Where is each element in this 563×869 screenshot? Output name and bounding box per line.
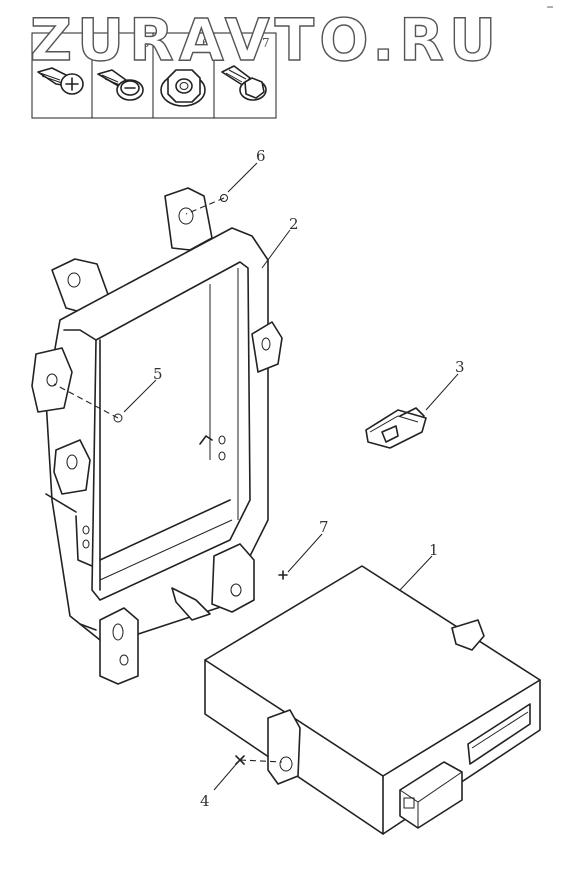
callout-3: 3 [455, 358, 465, 376]
legend-number-6: 6 [202, 36, 210, 50]
legend-number-4: 4 [82, 36, 90, 50]
connector-part [365, 407, 427, 449]
callout-6: 6 [256, 147, 266, 165]
callout-1: 1 [429, 541, 439, 559]
hardware-legend: 4 5 6 7 [31, 32, 277, 119]
callout-5: 5 [153, 365, 163, 383]
nut-marker [220, 194, 228, 202]
self-tapping-screw-icon [97, 69, 144, 101]
flange-bolt-icon [221, 65, 267, 101]
legend-number-5: 5 [142, 36, 150, 50]
callout-7: 7 [319, 518, 329, 536]
callout-2: 2 [289, 215, 299, 233]
watermark-text: ZURAVTO.RU [30, 6, 501, 74]
flange-nut-icon [160, 69, 206, 107]
legend-number-7: 7 [262, 36, 270, 50]
corner-mark: ⲻ [547, 1, 553, 15]
screw-icon [37, 67, 84, 95]
mounting-bracket [31, 187, 283, 685]
screw-marker [113, 413, 123, 423]
callout-4: 4 [200, 792, 210, 810]
ecu-module [204, 565, 541, 835]
bolt-marker [278, 570, 288, 580]
